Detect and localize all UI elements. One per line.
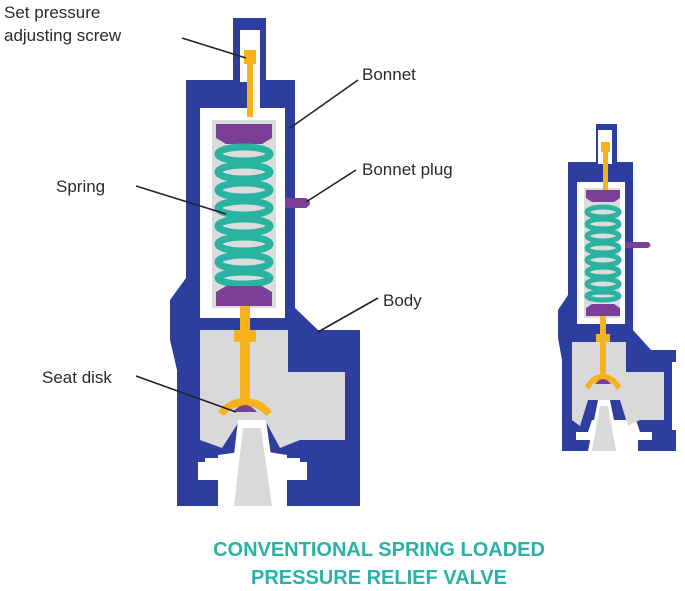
leader-seat-disk xyxy=(135,375,237,413)
seat-disk xyxy=(233,405,257,412)
upper-spring-plate xyxy=(216,124,272,144)
label-spring: Spring xyxy=(56,177,105,196)
leader-lines xyxy=(135,37,379,413)
label-set-pressure-line2: adjusting screw xyxy=(4,26,122,45)
label-body: Body xyxy=(383,291,422,310)
caption-line1: CONVENTIONAL SPRING LOADED xyxy=(213,539,545,561)
label-set-pressure-line1: Set pressure xyxy=(4,3,100,22)
leader-spring xyxy=(135,185,227,215)
small-valve-icon xyxy=(558,124,676,451)
leader-body xyxy=(317,297,379,333)
stem xyxy=(240,306,250,406)
set-screw xyxy=(244,50,256,64)
leader-bonnet xyxy=(289,79,359,129)
bonnet-plug xyxy=(285,198,310,208)
leader-bonnet-plug xyxy=(305,169,357,203)
label-bonnet-plug: Bonnet plug xyxy=(362,160,453,179)
lower-spring-plate xyxy=(216,286,272,306)
seat-disk-holder xyxy=(218,398,272,416)
label-seat-disk: Seat disk xyxy=(42,368,112,387)
label-bonnet: Bonnet xyxy=(362,65,416,84)
large-valve-icon xyxy=(170,18,360,506)
leader-set-screw xyxy=(181,37,247,59)
caption-line2: PRESSURE RELIEF VALVE xyxy=(251,567,507,589)
spring-icon xyxy=(214,143,274,288)
body-fluid-cavity xyxy=(200,330,345,448)
